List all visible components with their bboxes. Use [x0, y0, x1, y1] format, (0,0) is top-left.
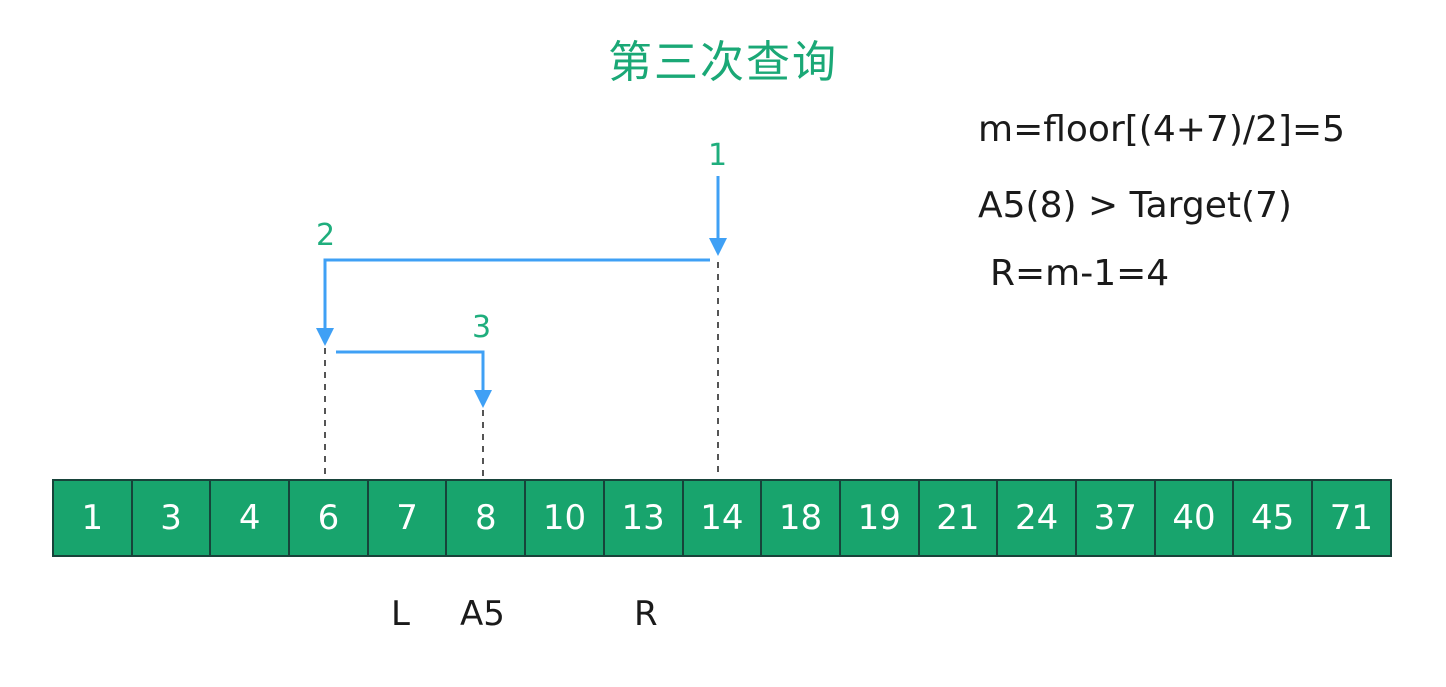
array-cell: 45 — [1234, 481, 1313, 555]
array-cell: 21 — [919, 481, 999, 555]
formula-right-update: R=m-1=4 — [990, 253, 1170, 294]
array-cell: 13 — [604, 481, 684, 555]
array-cell: 37 — [1076, 481, 1156, 555]
arrow-step-3-head — [474, 390, 492, 408]
pointer-right-label: R — [634, 594, 658, 634]
step-label-2: 2 — [316, 218, 336, 253]
arrow-step-1-head — [709, 238, 727, 256]
array-cell: 6 — [290, 481, 369, 555]
array-cell: 71 — [1313, 481, 1392, 555]
formula-compare: A5(8) > Target(7) — [978, 185, 1292, 226]
formula-mid-calc: m=floor[(4+7)/2]=5 — [978, 109, 1346, 150]
array-cell: 14 — [683, 481, 763, 555]
array-cell: 10 — [526, 481, 605, 555]
page-title: 第三次查询 — [608, 37, 838, 88]
array-cell: 18 — [762, 481, 841, 555]
arrow-step-3-line — [336, 350, 485, 392]
array-cell: 4 — [211, 481, 291, 555]
arrow-step-2-line — [323, 258, 710, 330]
array-cell: 1 — [54, 481, 133, 555]
step-label-3: 3 — [472, 310, 492, 345]
array-cell: 24 — [998, 481, 1077, 555]
array-cell: 7 — [368, 481, 448, 555]
arrow-step-2-head — [316, 328, 334, 346]
array-cell: 8 — [447, 481, 527, 555]
array-cell: 19 — [840, 481, 920, 555]
step-label-1: 1 — [708, 138, 728, 173]
array-cell: 40 — [1155, 481, 1235, 555]
array-cell: 3 — [132, 481, 212, 555]
pointer-left-label: L — [391, 594, 410, 634]
pointer-mid-label: A5 — [460, 594, 505, 634]
